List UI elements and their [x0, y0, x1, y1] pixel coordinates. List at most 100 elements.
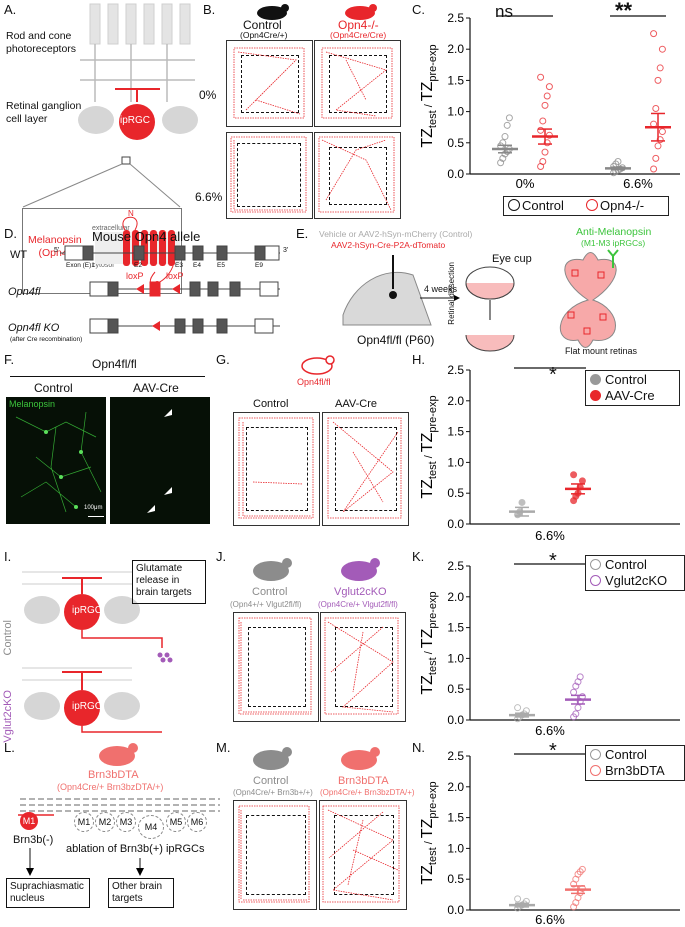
legend-h-cre-marker: [590, 390, 601, 401]
chart-c-point: [543, 139, 551, 147]
l-title: Brn3bDTA: [88, 769, 139, 781]
legend-h-cre-label: AAV-Cre: [605, 388, 655, 403]
m-control-label: Control: [253, 775, 289, 787]
chart-n-ytick-label: 1.5: [447, 811, 464, 825]
extracellular-label: extracellular: [92, 225, 130, 232]
l-mouse-icon: [99, 743, 138, 766]
allele-title: Mouse Opn4 allele: [92, 229, 201, 244]
m1-cell-red: M1: [20, 812, 38, 830]
i-control-label: Control: [2, 620, 14, 656]
legend-control-label: Control: [522, 198, 564, 213]
panel-label-c: C.: [412, 2, 425, 17]
legend-k-ko-marker: [590, 575, 601, 586]
g-mouse-label: Opn4fl/fl: [297, 377, 331, 387]
vector-cre: AAV2-hSyn-Cre-P2A-dTomato: [331, 240, 446, 250]
chart-c-significance: **: [615, 0, 633, 23]
chart-c-point: [656, 136, 664, 144]
l-arrows: [26, 848, 144, 876]
chart-n-significance: *: [549, 740, 557, 762]
scn-box: Suprachiasmatic nucleus: [6, 878, 90, 908]
rod-cone-label: Rod and cone photoreceptors: [6, 30, 77, 55]
exon-3-label: E3: [175, 262, 183, 269]
trajectory-traces-j: [238, 617, 399, 715]
chart-c-point: [539, 117, 547, 125]
panel-label-f: F.: [4, 352, 15, 367]
chart-k-ytick-label: 0.5: [447, 682, 464, 696]
weeks-label: 4 weeks: [424, 284, 458, 294]
chart-c-legend: Control Opn4-/-: [503, 196, 669, 216]
circuit-diagram-i: [22, 571, 173, 733]
chart-c-point: [650, 30, 658, 38]
chart-h-point: [570, 471, 578, 479]
loxp-label-1: loxP: [126, 271, 144, 281]
scale-bar-label: 100μm: [84, 505, 103, 511]
chart-c-point: [650, 165, 658, 173]
chart-c-point: [654, 142, 662, 150]
chart-c-point: [541, 101, 549, 109]
chart-c-point: [656, 64, 664, 72]
chart-c-point: [537, 73, 545, 81]
control-mouse-icon: [257, 4, 289, 20]
track-b-control-0: [226, 40, 313, 127]
chart-c-point: [497, 159, 505, 167]
legend-ko-label: Opn4-/-: [600, 198, 645, 213]
chart-c-point: [652, 104, 660, 112]
chart-k-ytick-label: 1.5: [447, 621, 464, 635]
legend-n-ko-label: Brn3bDTA: [605, 763, 665, 778]
chart-h-ylabel: TZtest / TZpre-exp: [419, 395, 439, 498]
panel-label-i: I.: [4, 549, 12, 564]
chart-c-ytick-label: 0.0: [447, 167, 464, 181]
n-terminus: N: [128, 209, 134, 218]
chart-k-point: [570, 688, 578, 696]
f-cre-label: AAV-Cre: [133, 381, 179, 395]
chart-k-ytick-label: 2.0: [447, 590, 464, 604]
chart-c-point: [499, 154, 507, 162]
subtype-m2: M2: [95, 812, 115, 832]
floxed-label: Opn4fl: [8, 286, 41, 298]
chart-c-point: [539, 158, 547, 166]
track-b-ko-66: [314, 132, 401, 219]
glutamate-box: Glutamate release in brain targets: [132, 560, 206, 604]
track-g-cre: [322, 412, 409, 526]
m-control-genotype: (Opn4Cre/+ Brn3b+/+): [233, 788, 313, 797]
chart-h-ytick-label: 0.5: [447, 486, 464, 500]
j-control-genotype: (Opn4+/+ Vlgut2fl/fl): [230, 600, 302, 609]
chart-c-point: [652, 154, 660, 162]
m-ko-label: Brn3bDTA: [338, 775, 389, 787]
iprgc-label-i-ko: ipRGC: [72, 701, 103, 712]
antibody-label: Anti-Melanopsin: [576, 226, 652, 238]
chart-h-point: [518, 498, 526, 506]
ko-note: (after Cre recombination): [10, 336, 83, 343]
micrograph-cre: [110, 397, 210, 524]
panel-label-g: G.: [216, 352, 230, 367]
five-prime: 5': [54, 247, 60, 254]
legend-k-control-label: Control: [605, 557, 647, 572]
chart-c-point: [543, 92, 551, 100]
rgc-layer-label: Retinal ganglion cell layer: [6, 100, 82, 125]
micrograph-control: [6, 397, 106, 524]
chart-k-ytick-label: 1.0: [447, 651, 464, 665]
retina-diagram: [22, 3, 198, 208]
chart-c-point: [654, 76, 662, 84]
panel-label-e: E.: [296, 226, 309, 241]
scale-bar: [88, 516, 104, 517]
track-j-ko: [320, 612, 406, 722]
chart-k-ytick-label: 0.0: [447, 713, 464, 727]
panel-label-b: B.: [203, 2, 216, 17]
trajectory-traces-m: [238, 805, 400, 903]
chart-c-category-label: 0%: [516, 176, 535, 191]
cytosol-label: cytosol: [92, 262, 114, 269]
chart-n-ytick-label: 0.0: [447, 903, 464, 917]
chart-n-ytick-label: 1.0: [447, 841, 464, 855]
subtype-m3: M3: [116, 812, 136, 832]
legend-n-ko-marker: [590, 765, 601, 776]
three-prime: 3': [283, 247, 289, 254]
chart-c-category-label: 6.6%: [623, 176, 653, 191]
exon-2-label: E2: [134, 262, 142, 269]
legend-control-marker: [508, 199, 520, 211]
panel-label-a: A.: [4, 2, 17, 17]
panel-label-m: M.: [216, 740, 231, 755]
wt-label: WT: [10, 249, 28, 261]
legend-n-control-label: Control: [605, 747, 647, 762]
